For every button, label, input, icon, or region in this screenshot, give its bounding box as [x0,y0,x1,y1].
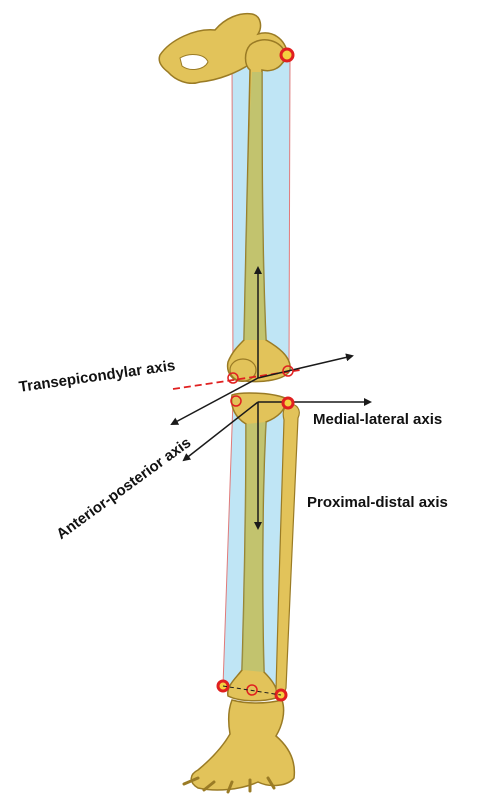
landmark-greater-trochanter [281,49,293,61]
foot-bones [191,700,294,790]
medial-lateral-axis-label: Medial-lateral axis [313,412,442,427]
proximal-distal-axis-label: Proximal-distal axis [307,495,448,510]
pelvis-foramen [180,55,208,70]
landmark-fibular-head [283,398,293,408]
